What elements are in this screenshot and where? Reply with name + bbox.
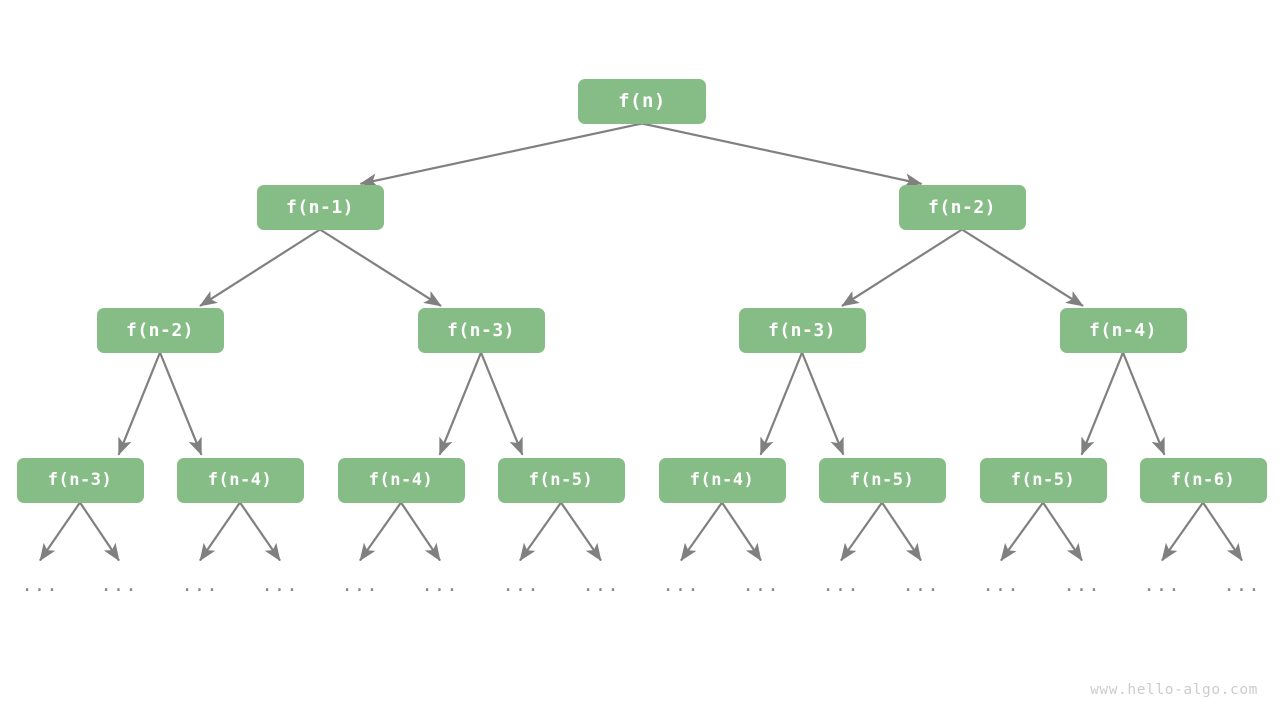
stub-edge-n14-14	[1161, 501, 1204, 562]
ellipsis-marker: ...	[582, 574, 620, 596]
tree-node-n14: f(n-6)	[1139, 457, 1267, 503]
stub-edge-n12-11	[881, 501, 922, 562]
stub-edge-n13-12	[1000, 501, 1044, 562]
stub-edge-n11-8	[680, 501, 723, 562]
ellipsis-marker: ...	[502, 574, 540, 596]
stub-edge-n13-13	[1042, 501, 1083, 562]
ellipsis-marker: ...	[1223, 574, 1261, 596]
edge-n6-to-n14	[1121, 352, 1166, 456]
ellipsis-marker: ...	[100, 574, 138, 596]
tree-node-n3: f(n-2)	[96, 307, 224, 353]
tree-node-n11: f(n-4)	[658, 457, 786, 503]
edge-n3-to-n7	[117, 352, 162, 456]
stub-edge-n10-7	[560, 501, 602, 562]
tree-node-n4: f(n-3)	[417, 307, 545, 353]
tree-node-n0: f(n)	[578, 78, 706, 124]
edge-n0-to-n1	[359, 122, 643, 188]
ellipsis-marker: ...	[742, 574, 780, 596]
edge-n1-to-n4	[319, 228, 442, 307]
leaf-stub-edges	[39, 501, 1243, 562]
ellipsis-marker: ...	[421, 574, 459, 596]
edge-n5-to-n12	[800, 352, 845, 456]
tree-node-n9: f(n-4)	[337, 457, 465, 503]
ellipsis-marker: ...	[261, 574, 299, 596]
tree-node-n8: f(n-4)	[176, 457, 304, 503]
ellipsis-marker: ...	[902, 574, 940, 596]
tree-node-n12: f(n-5)	[818, 457, 946, 503]
ellipsis-marker: ...	[181, 574, 219, 596]
stub-edge-n8-2	[199, 501, 241, 562]
tree-node-n6: f(n-4)	[1059, 307, 1187, 353]
edge-n2-to-n6	[961, 228, 1084, 307]
tree-node-n7: f(n-3)	[16, 457, 144, 503]
stub-edge-n11-9	[721, 501, 762, 562]
stub-edge-n9-4	[359, 501, 402, 562]
ellipsis-marker: ...	[1143, 574, 1181, 596]
stub-edge-n9-5	[400, 501, 441, 562]
edge-n3-to-n8	[158, 352, 203, 456]
tree-node-n2: f(n-2)	[898, 184, 1026, 230]
stub-edge-n8-3	[239, 501, 281, 562]
stub-edge-n12-10	[840, 501, 883, 562]
edge-n1-to-n3	[199, 228, 321, 307]
edge-n0-to-n2	[641, 122, 923, 188]
tree-edges	[117, 122, 1166, 456]
edge-n5-to-n11	[759, 352, 804, 456]
tree-node-n1: f(n-1)	[256, 184, 384, 230]
edge-n4-to-n10	[479, 352, 524, 456]
tree-node-n13: f(n-5)	[979, 457, 1107, 503]
watermark: www.hello-algo.com	[1090, 682, 1258, 698]
edge-n4-to-n9	[438, 352, 483, 456]
tree-node-n5: f(n-3)	[738, 307, 866, 353]
ellipsis-marker: ...	[982, 574, 1020, 596]
ellipsis-marker: ...	[822, 574, 860, 596]
tree-node-n10: f(n-5)	[497, 457, 625, 503]
stub-edge-n10-6	[519, 501, 562, 562]
ellipsis-marker: ...	[1063, 574, 1101, 596]
edge-n6-to-n13	[1080, 352, 1125, 456]
stub-edge-n14-15	[1202, 501, 1243, 562]
ellipsis-marker: ...	[662, 574, 700, 596]
edge-n2-to-n5	[841, 228, 963, 307]
ellipsis-marker: ...	[341, 574, 379, 596]
stub-edge-n7-1	[79, 501, 120, 562]
stub-edge-n7-0	[39, 501, 81, 562]
ellipsis-marker: ...	[21, 574, 59, 596]
